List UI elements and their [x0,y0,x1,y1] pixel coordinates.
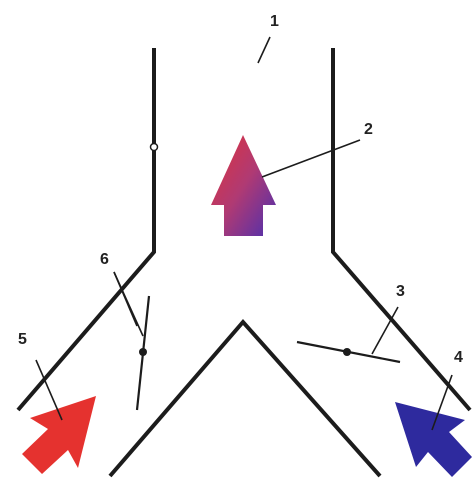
leader-6b [113,271,138,327]
leader-3 [371,306,399,355]
damper-6[interactable] [135,295,151,411]
duct-divider-wedge [108,318,382,478]
leader-1 [257,36,271,64]
cold-air-arrow-icon [395,402,472,477]
leader-5 [35,359,63,421]
warm-air-arrow-icon [22,396,96,474]
leader-2 [261,139,361,178]
damper-3[interactable] [296,340,401,364]
duct-left-wall [16,48,156,412]
callout-5: 5 [18,331,27,348]
callout-2: 2 [364,121,373,138]
callout-3: 3 [396,283,405,300]
callout-1: 1 [270,13,279,30]
leader-4 [431,374,453,431]
duct-right-wall [331,48,472,412]
mixed-air-arrow-icon [211,135,276,236]
callout-4: 4 [454,349,463,366]
callout-6: 6 [100,251,109,268]
sensor-point [149,142,159,152]
